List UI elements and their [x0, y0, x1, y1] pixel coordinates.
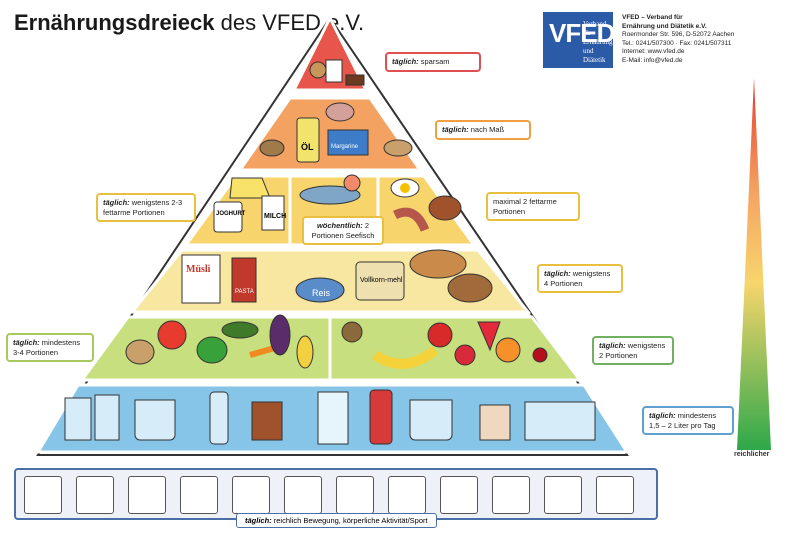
- activity-row: [14, 468, 658, 520]
- swimmer-icon: [492, 476, 530, 514]
- reis-label: Reis: [312, 288, 331, 298]
- label-activity: täglich: reichlich Bewegung, körperliche…: [236, 513, 437, 528]
- soccer-icon: [544, 476, 582, 514]
- oil-label: ÖL: [301, 142, 314, 152]
- label-veg: täglich: mindestens 3-4 Portionen: [6, 333, 94, 362]
- label-sweets: täglich: sparsam: [385, 52, 481, 72]
- page-title: Ernährungsdreieck des VFED e.V.: [14, 10, 365, 35]
- org-info: VFED – Verband für Ernährung und Diäteti…: [622, 14, 735, 64]
- swimmer-icon: [128, 476, 166, 514]
- vollkornmehl-label: Vollkorn-mehl: [360, 277, 403, 284]
- grains-icons: [181, 249, 493, 304]
- label-drinks: täglich: mindestens 1,5 – 2 Liter pro Ta…: [642, 406, 734, 435]
- cyclist-icon: [388, 476, 426, 514]
- gradient-label: reichlicher: [734, 451, 770, 458]
- muesli-label: Müsli: [186, 264, 211, 275]
- label-fish: wöchentlich: 2 Portionen Seefisch: [302, 216, 384, 245]
- joghurt-label: JOGHURT: [216, 211, 246, 217]
- drink-icons: [64, 389, 596, 445]
- stairs-icon: [440, 476, 478, 514]
- label-fruit: täglich: wenigstens 2 Portionen: [592, 336, 674, 365]
- walker-icon: [596, 476, 634, 514]
- quantity-gradient: [737, 78, 771, 450]
- cyclist-icon: [24, 476, 62, 514]
- label-fats: täglich: nach Maß: [435, 120, 531, 140]
- sweets-icons: [309, 59, 365, 86]
- label-grains: täglich: wenigstens 4 Portionen: [537, 264, 623, 293]
- vegetable-icons: [125, 314, 314, 369]
- milch-label: MILCH: [264, 213, 286, 220]
- fruit-icons: [341, 321, 548, 369]
- runner-icon: [232, 476, 270, 514]
- walker-icon: [336, 476, 374, 514]
- margarine-label: Margarine: [331, 144, 359, 150]
- fats-icons: [259, 102, 413, 163]
- gymnast-icon: [180, 476, 218, 514]
- pasta-label: PASTA: [235, 289, 254, 295]
- protein-icons: [213, 174, 462, 233]
- label-dairy: täglich: wenigstens 2-3 fettarme Portion…: [96, 193, 196, 222]
- stairs-icon: [76, 476, 114, 514]
- soccer-icon: [284, 476, 322, 514]
- label-meat: maximal 2 fettarme Portionen: [486, 192, 580, 221]
